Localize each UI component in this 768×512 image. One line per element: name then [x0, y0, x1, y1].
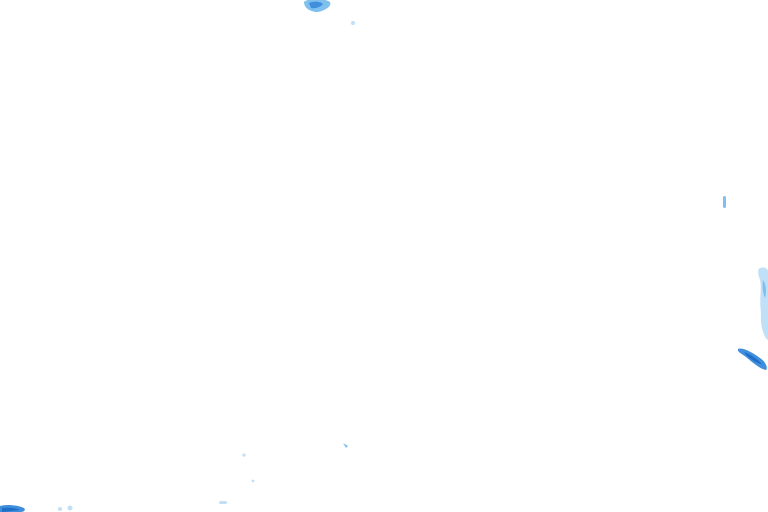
precip-speck	[67, 505, 73, 511]
precip-blob	[762, 280, 767, 298]
precip-blob	[2, 507, 20, 512]
precip-blob	[758, 267, 768, 340]
precip-speck	[251, 479, 255, 483]
precip-speck	[219, 501, 227, 504]
precip-cell-bottom-left	[0, 504, 73, 512]
precip-cell-center-bottom	[219, 443, 348, 504]
precip-cell-right	[723, 196, 768, 370]
precip-speck	[343, 443, 348, 448]
precip-speck	[723, 196, 726, 208]
precip-band	[744, 352, 762, 364]
precip-blob	[309, 1, 323, 9]
precip-speck	[351, 21, 355, 25]
precip-speck	[242, 453, 246, 457]
precip-cell-top	[304, 0, 355, 25]
precip-speck	[58, 507, 62, 511]
